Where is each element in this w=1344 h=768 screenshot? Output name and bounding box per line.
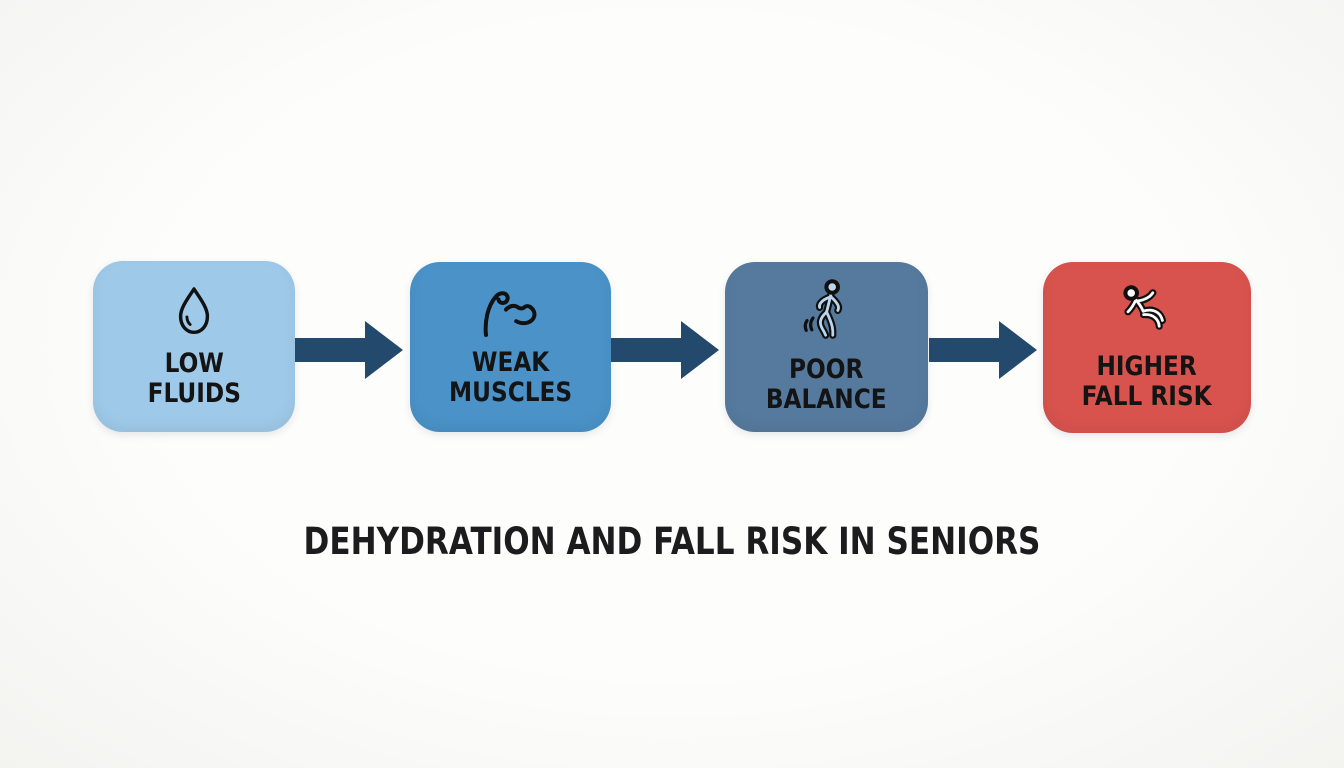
step-label-line2: MUSCLES xyxy=(448,377,573,408)
step-box-poor-balance: POOR BALANCE xyxy=(725,262,928,432)
step-label-line2: FLUIDS xyxy=(147,377,241,409)
step-label-line1: LOW xyxy=(164,347,224,379)
step-box-higher-fall-risk: HIGHER FALL RISK xyxy=(1043,262,1251,433)
step-label-line1: HIGHER xyxy=(1096,350,1198,382)
step-label: WEAK MUSCLES xyxy=(449,348,572,408)
step-label-line1: WEAK xyxy=(471,347,550,378)
step-label-line2: FALL RISK xyxy=(1081,380,1213,412)
step-label: POOR BALANCE xyxy=(766,355,887,415)
step-label: LOW FLUIDS xyxy=(147,347,241,409)
stumbling-person-icon xyxy=(798,279,856,345)
flow-arrow-2 xyxy=(611,321,719,379)
water-droplet-icon xyxy=(171,285,217,339)
flow-arrow-3 xyxy=(929,321,1037,379)
step-box-low-fluids: LOW FLUIDS xyxy=(93,261,295,432)
falling-person-icon xyxy=(1116,284,1178,342)
step-label-line2: BALANCE xyxy=(766,384,887,415)
step-label-line1: POOR xyxy=(789,354,864,385)
flexed-bicep-icon xyxy=(479,286,543,338)
flow-arrow-1 xyxy=(295,321,403,379)
infographic-title: DEHYDRATION AND FALL RISK IN SENIORS xyxy=(303,520,1041,563)
step-box-weak-muscles: WEAK MUSCLES xyxy=(410,262,611,432)
step-label: HIGHER FALL RISK xyxy=(1081,350,1213,412)
